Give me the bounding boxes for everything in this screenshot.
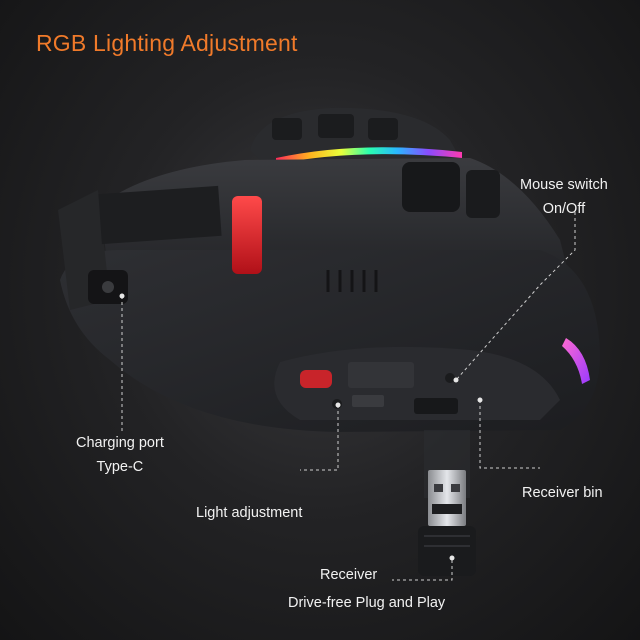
bottom-plate-details [274, 346, 560, 420]
charging-port-label: Charging port [76, 435, 164, 451]
side-pink-light [562, 338, 590, 384]
callout-dots [119, 293, 483, 561]
thumb-buttons [402, 162, 500, 218]
mouse-switch-onoff-label: On/Off [542, 201, 586, 217]
page-title: RGB Lighting Adjustment [36, 30, 298, 56]
switch-leader-line [455, 212, 576, 381]
receiver-label: Receiver [320, 567, 378, 583]
drive-free-label: Drive-free Plug and Play [288, 595, 446, 611]
light-adjust-leader-line [300, 405, 339, 471]
mouse-switch-label: Mouse switch [520, 177, 608, 193]
charging-port-housing [58, 185, 222, 310]
type-c-label: Type-C [96, 459, 144, 475]
side-red-light [232, 196, 262, 274]
rgb-light-strip [276, 147, 462, 164]
receiver-leader-line [392, 560, 453, 581]
usb-receiver [418, 430, 476, 576]
top-button-cluster [250, 107, 460, 160]
light-adjustment-label: Light adjustment [196, 505, 303, 521]
receiver-bin-leader-line [479, 400, 540, 469]
callout-lines [121, 212, 576, 581]
vent-slits [326, 270, 378, 292]
power-switch [445, 373, 455, 383]
mouse-switch-callout: Mouse switch On/Off [520, 176, 608, 218]
receiver-bin-slot [414, 398, 458, 414]
charging-port-callout: Charging port Type-C [76, 434, 164, 476]
receiver-bin-label: Receiver bin [522, 485, 603, 501]
light-adjust-button [300, 370, 332, 388]
